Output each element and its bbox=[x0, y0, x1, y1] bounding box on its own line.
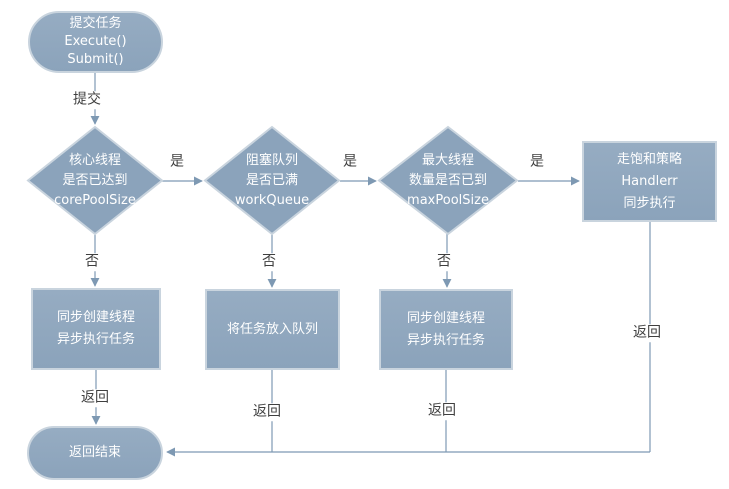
decision-line: 数量是否已到 bbox=[408, 172, 487, 188]
edge-label-yes-2: 是 bbox=[341, 153, 359, 171]
decision-line: 阻塞队列 bbox=[245, 152, 298, 168]
saturation-policy-node: 走饱和策略 Handlerr 同步执行 bbox=[582, 141, 717, 222]
start-node-line: 提交任务 bbox=[69, 16, 122, 31]
start-node-line: Submit() bbox=[67, 52, 124, 67]
decision-max-pool-size: 最大线程 数量是否已到 maxPoolSize bbox=[379, 127, 517, 234]
decision-line: 是否已满 bbox=[245, 172, 298, 188]
decision-line: maxPoolSize bbox=[407, 192, 489, 208]
edge-label-yes-1: 是 bbox=[168, 153, 186, 171]
decision-max-pool-size-text: 最大线程 数量是否已到 maxPoolSize bbox=[379, 127, 517, 234]
enqueue-task-node: 将任务放入队列 bbox=[205, 289, 340, 370]
decision-line: 最大线程 bbox=[421, 152, 474, 168]
decision-line: 核心线程 bbox=[68, 152, 121, 168]
decision-line: 是否已达到 bbox=[62, 172, 128, 188]
create-thread-line: 同步创建线程 bbox=[406, 310, 485, 326]
diamond-shape bbox=[28, 127, 162, 234]
decision-work-queue-text: 阻塞队列 是否已满 workQueue bbox=[205, 127, 339, 234]
diamond-shape bbox=[205, 127, 339, 234]
edge-label-return-2: 返回 bbox=[251, 403, 283, 421]
start-node-line: Execute() bbox=[64, 34, 127, 49]
create-thread-node-2: 同步创建线程 异步执行任务 bbox=[379, 289, 513, 370]
start-node: 提交任务 Execute() Submit() bbox=[28, 11, 163, 73]
edge-label-return-1: 返回 bbox=[79, 389, 111, 407]
create-thread-line: 异步执行任务 bbox=[406, 332, 485, 348]
end-node-line: 返回结束 bbox=[68, 445, 121, 460]
create-thread-line: 同步创建线程 bbox=[56, 310, 135, 325]
create-thread-line: 异步执行任务 bbox=[56, 332, 135, 347]
end-node: 返回结束 bbox=[27, 426, 163, 480]
decision-core-pool-size: 核心线程 是否已达到 corePoolSize bbox=[28, 127, 162, 234]
decision-core-pool-size-text: 核心线程 是否已达到 corePoolSize bbox=[28, 127, 162, 234]
edge-label-no-1: 否 bbox=[83, 253, 101, 271]
enqueue-task-line: 将任务放入队列 bbox=[226, 321, 318, 337]
decision-work-queue: 阻塞队列 是否已满 workQueue bbox=[205, 127, 339, 234]
edge-label-no-2: 否 bbox=[260, 253, 278, 271]
saturation-line: 走饱和策略 bbox=[616, 151, 682, 167]
decision-line: corePoolSize bbox=[54, 192, 136, 208]
saturation-line: 同步执行 bbox=[623, 195, 676, 211]
edge-label-submit: 提交 bbox=[71, 91, 103, 109]
decision-line: workQueue bbox=[234, 192, 310, 208]
edge-label-yes-3: 是 bbox=[528, 153, 546, 171]
create-thread-node-1: 同步创建线程 异步执行任务 bbox=[31, 288, 161, 370]
edge-label-return-3: 返回 bbox=[426, 402, 458, 420]
edge-label-no-3: 否 bbox=[435, 253, 453, 271]
edge-label-return-4: 返回 bbox=[631, 324, 663, 342]
saturation-line: Handlerr bbox=[621, 173, 678, 189]
diamond-shape bbox=[379, 127, 517, 234]
